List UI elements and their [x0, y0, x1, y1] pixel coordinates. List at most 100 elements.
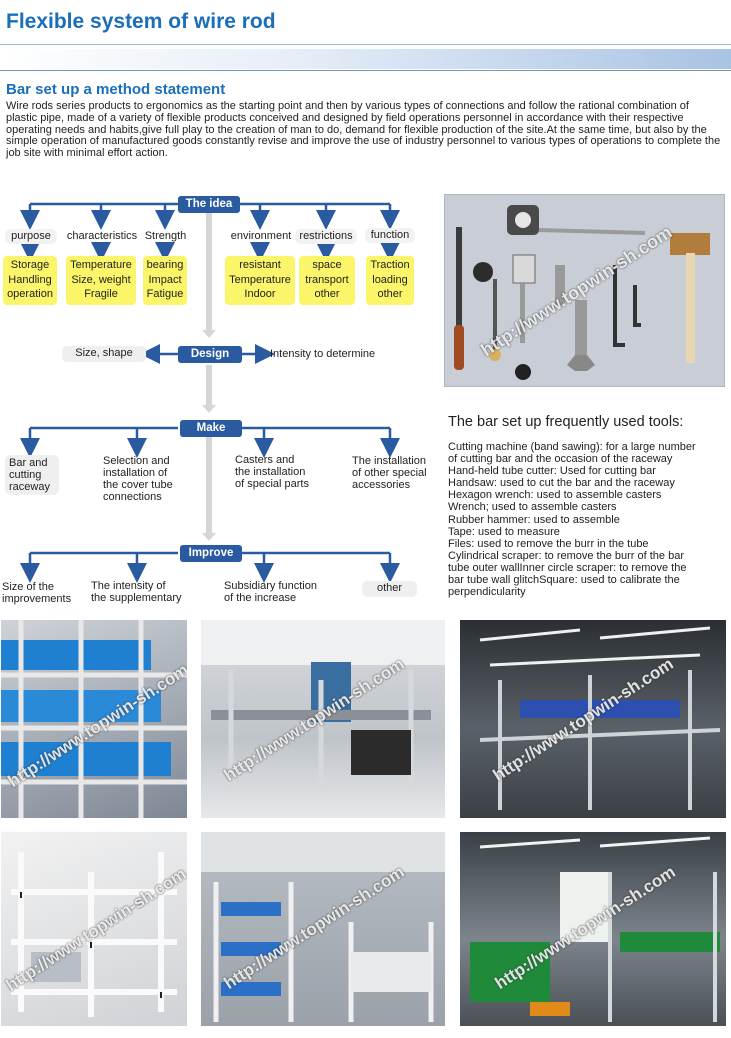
idea-box-function: Traction loading other [366, 256, 414, 305]
gradient-banner [0, 49, 731, 69]
photo-factory-shelves: http://www.topwin-sh.com [460, 620, 726, 818]
tools-line: Tape: used to measure [448, 525, 560, 538]
tools-list: Cutting machine (band sawing): for a lar… [448, 441, 726, 598]
idea-label-strength: Strength [144, 230, 187, 242]
item-line: Bar and [9, 457, 48, 469]
photo-art [201, 620, 445, 790]
item-line: accessories [352, 479, 411, 491]
photo-art [479, 626, 721, 810]
stage-improve: Improve [180, 545, 242, 562]
photo-white-frame: http://www.topwin-sh.com [1, 832, 187, 1026]
box-line: Fatigue [146, 288, 184, 300]
box-line: other [377, 288, 403, 300]
tools-heading: The bar set up frequently used tools: [448, 414, 684, 430]
tools-line: Hexagon wrench: used to assemble casters [448, 489, 662, 502]
box-line: space [312, 259, 342, 271]
tools-line: Wrench; used to assemble casters [448, 501, 617, 514]
improve-item-other: other [362, 581, 417, 597]
photo-art [11, 852, 177, 1017]
tools-photo: http://www.topwin-sh.com [444, 194, 725, 387]
design-right-text: Intensity to determine [270, 348, 376, 360]
box-line: operation [7, 288, 53, 300]
item-line: of the increase [224, 592, 297, 604]
box-line: bearing [146, 259, 184, 271]
item-line: the cover tube [103, 479, 173, 491]
item-line: of special parts [235, 478, 309, 490]
box-line: Temperature [229, 273, 291, 286]
box-line: loading [372, 273, 408, 286]
box-line: Handling [8, 273, 52, 286]
tools-line: Handsaw: used to cut the bar and the rac… [448, 477, 675, 490]
flowchart-connectors [20, 202, 400, 583]
banner-divider [0, 70, 731, 71]
item-line: Selection and [103, 455, 170, 467]
item-line: The intensity of [91, 580, 166, 592]
tools-line: Cutting machine (band sawing): for a lar… [448, 441, 696, 453]
process-flowchart: The idea purpose characteristics Strengt… [0, 190, 440, 610]
stage-idea: The idea [178, 196, 240, 213]
item-line: raceway [9, 481, 50, 493]
photo-blue-bin-rack: http://www.topwin-sh.com [1, 620, 187, 818]
idea-label-function: function [365, 228, 415, 243]
tools-line: Cylindrical scraper: to remove the burr … [448, 549, 684, 562]
box-line: Size, weight [71, 273, 131, 286]
idea-label-restrictions: restrictions [295, 229, 357, 244]
intro-paragraph: Wire rods series products to ergonomics … [6, 100, 721, 160]
item-line: the supplementary [91, 592, 182, 604]
idea-label-purpose: purpose [5, 229, 57, 244]
box-line: Indoor [244, 288, 276, 300]
box-line: resistant [239, 259, 281, 271]
item-line: Size of the [2, 581, 54, 593]
tools-line: perpendicularity [448, 586, 526, 599]
idea-box-restrictions: space transport other [299, 256, 355, 305]
item-line: The installation [352, 455, 426, 467]
tools-illustration [445, 195, 724, 386]
item-line: Casters and [235, 454, 295, 466]
tools-line: tube outer wallInner circle scraper: to … [448, 561, 687, 574]
design-left-box: Size, shape [62, 346, 146, 362]
box-line: other [314, 288, 340, 300]
section-title: Bar set up a method statement [6, 81, 226, 98]
box-line: Storage [10, 259, 50, 271]
box-line: Impact [148, 273, 182, 286]
box-line: Traction [370, 259, 410, 271]
box-line: transport [305, 273, 349, 286]
item-line: Subsidiary function [224, 580, 317, 592]
photo-art [470, 836, 720, 1022]
idea-label-environment: environment [230, 230, 292, 242]
box-line: Temperature [70, 259, 132, 271]
item-line: improvements [2, 593, 72, 605]
tools-line: Files: used to remove the burr in the tu… [448, 537, 649, 550]
page-title: Flexible system of wire rod [6, 10, 276, 33]
item-line: of other special [352, 467, 427, 479]
idea-label-characteristics: characteristics [66, 230, 138, 242]
photo-blue-tray-carts: http://www.topwin-sh.com [201, 832, 445, 1026]
tools-line: Rubber hammer: used to assemble [448, 513, 620, 526]
title-divider [0, 44, 731, 45]
tools-line: bar tube wall glitchSquare: used to cali… [448, 574, 680, 587]
tools-line: of cutting bar and the occasion of the r… [448, 453, 673, 466]
photo-green-bin-line: http://www.topwin-sh.com [460, 832, 726, 1026]
item-line: cutting [9, 469, 42, 481]
stage-make: Make [180, 420, 242, 437]
photo-art [1, 620, 187, 818]
item-line: installation of [103, 467, 168, 479]
stage-design: Design [178, 346, 242, 363]
tools-line: Hand-held tube cutter: Used for cutting … [448, 465, 656, 478]
photo-art [201, 832, 445, 1022]
item-line: the installation [235, 466, 306, 478]
photo-workbench-line: http://www.topwin-sh.com [201, 620, 445, 818]
item-line: connections [103, 491, 162, 503]
box-line: Fragile [84, 288, 118, 300]
